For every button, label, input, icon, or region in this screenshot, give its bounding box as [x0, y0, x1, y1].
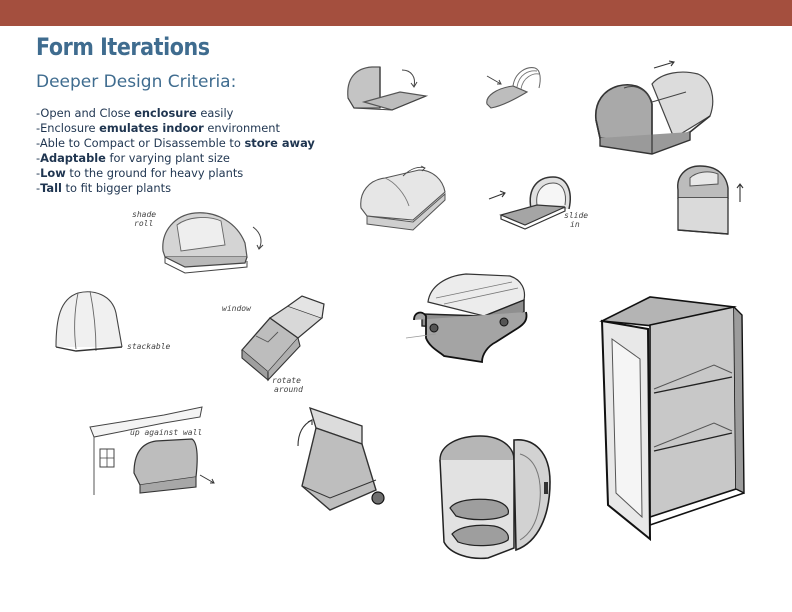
sketch-round-shelf-cabinet — [439, 435, 551, 560]
sketch-tall-cabinet — [599, 296, 745, 542]
sketch-telescoping-dome — [594, 60, 714, 155]
criteria-item: -Low to the ground for heavy plants — [36, 166, 244, 180]
criteria-item: -Enclosure emulates indoor environment — [36, 121, 280, 135]
sketch-hinged-hopper — [297, 406, 385, 511]
sketch-shade-roll-dome — [162, 212, 264, 274]
note-stackable: stackable — [127, 342, 171, 351]
sketch-open-shell — [347, 66, 429, 111]
criteria-item: -Open and Close enclosure easily — [36, 106, 234, 120]
note-up-against-wall: up against wall — [130, 428, 203, 437]
header-bar — [0, 0, 792, 26]
sketch-against-wall — [89, 406, 215, 495]
note-window: window — [222, 304, 251, 313]
slide-subtitle: Deeper Design Criteria: — [36, 72, 237, 92]
criteria-item: -Adaptable for varying plant size — [36, 151, 230, 165]
sketch-closed-breadbox — [360, 165, 446, 231]
criteria-item: -Able to Compact or Disassemble to store… — [36, 136, 315, 150]
criteria-list: -Open and Close enclosure easily -Enclos… — [36, 106, 315, 196]
sketch-window-wedge — [241, 295, 325, 382]
sketch-raised-dome-frame — [677, 165, 744, 235]
sketch-stackable-tent — [55, 290, 123, 352]
criteria-item: -Tall to fit bigger plants — [36, 181, 172, 195]
slide-title: Form Iterations — [36, 33, 210, 61]
sketch-slide-tray-arch — [488, 176, 571, 230]
sketch-fold-hoops — [486, 67, 541, 109]
sketch-greenhouse-stand — [405, 273, 528, 364]
